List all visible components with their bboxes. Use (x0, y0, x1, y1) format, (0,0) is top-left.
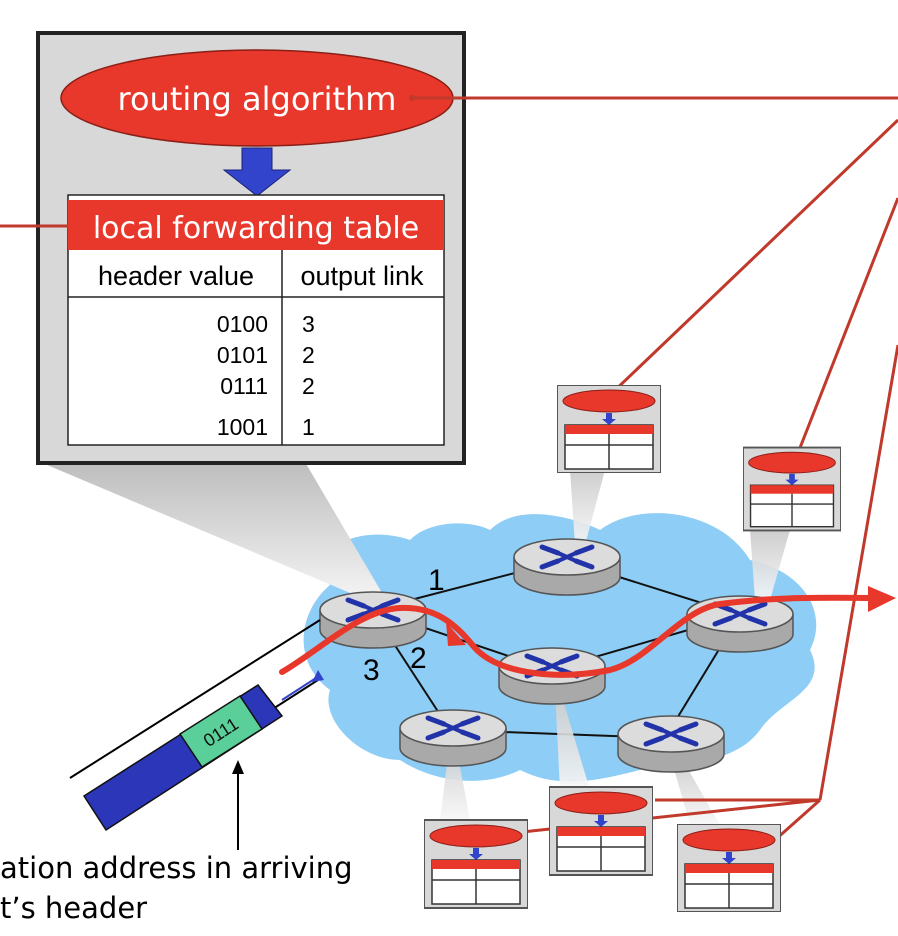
caption-line-1: ation address in arriving (0, 851, 353, 885)
down-arrow-icon (222, 147, 292, 197)
row-link: 2 (302, 342, 315, 368)
router-icon (320, 592, 426, 648)
row-link: 1 (302, 414, 315, 440)
router-control-box (557, 385, 661, 473)
input-queue: 0111 (69, 619, 324, 832)
link-label: 2 (410, 642, 427, 675)
routing-algorithm-label: routing algorithm (118, 80, 397, 118)
router-control-box (424, 818, 528, 910)
row-header: 0100 (217, 311, 268, 337)
router-icon (400, 710, 506, 766)
link-label: 1 (428, 564, 445, 597)
router-control-box (677, 824, 781, 912)
router-control-box (743, 446, 841, 532)
row-header: 1001 (217, 414, 268, 440)
router-control-box (549, 786, 653, 876)
row-link: 3 (302, 311, 315, 337)
row-header: 0111 (220, 373, 268, 399)
table-title-bar (68, 200, 444, 250)
packet-header (178, 694, 264, 769)
packet-path (279, 594, 883, 678)
caption-line-2: t’s header (0, 891, 147, 925)
col-header-value: header value (98, 261, 254, 291)
col-output-link: output link (300, 261, 424, 291)
packet-path-arrow (868, 586, 896, 612)
row-link: 2 (302, 373, 315, 399)
router-icon (618, 716, 724, 772)
row-header: 0101 (217, 342, 268, 368)
router-icon (514, 539, 620, 595)
link-label: 3 (363, 654, 380, 687)
table-rows: 0100 3 0101 2 0111 2 1001 1 (217, 311, 315, 440)
table-title: local forwarding table (93, 211, 419, 246)
